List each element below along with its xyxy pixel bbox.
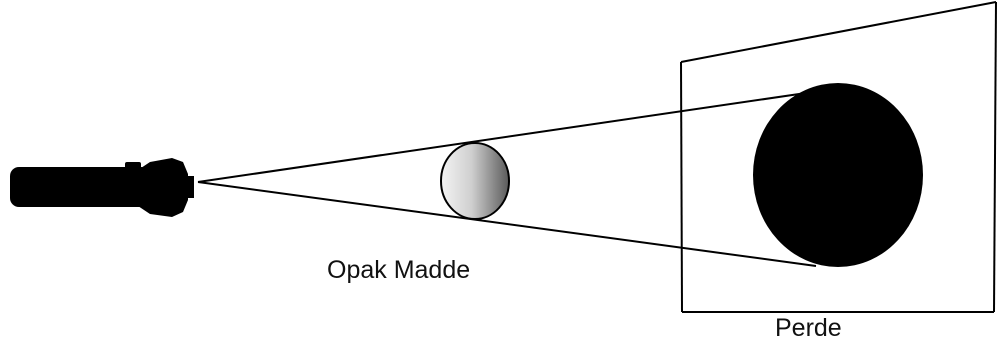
screen-label: Perde	[775, 316, 842, 341]
flashlight-icon	[10, 158, 194, 217]
opaque-object-sphere	[441, 143, 509, 219]
object-label: Opak Madde	[327, 258, 470, 283]
shadow-on-screen	[753, 83, 923, 267]
